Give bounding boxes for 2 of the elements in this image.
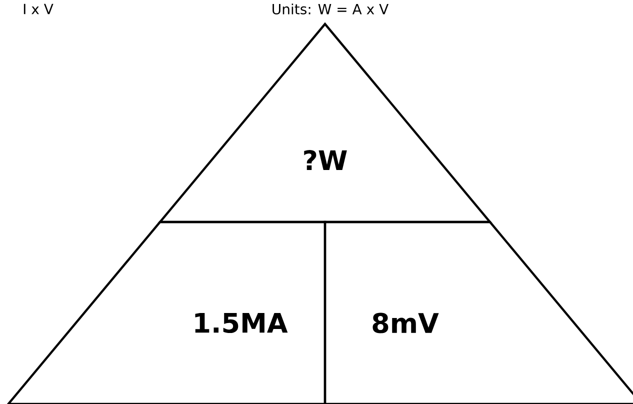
triangle-section: 8mV (324, 220, 633, 404)
formula-text: I x V (24, 4, 54, 14)
